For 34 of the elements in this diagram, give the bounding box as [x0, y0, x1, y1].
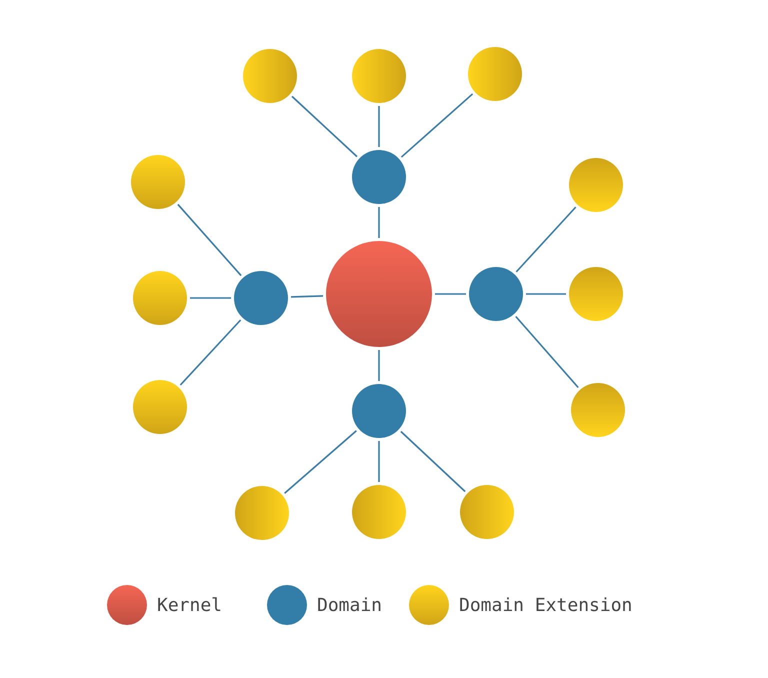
extension-circle: [352, 485, 406, 539]
connector-line: [177, 204, 242, 276]
domain-circle: [352, 384, 406, 438]
connector-line: [400, 430, 466, 492]
connector-line: [290, 295, 324, 298]
legend-label: Domain Extension: [459, 594, 632, 616]
extension-circle: [571, 383, 625, 437]
connector-line: [291, 96, 358, 158]
connector-line: [284, 430, 357, 494]
extension-circle: [133, 271, 187, 325]
connector-line: [435, 293, 466, 295]
legend-label: Kernel: [157, 594, 222, 616]
extension-circle: [569, 158, 623, 212]
connector-line: [378, 106, 380, 147]
extension-circle: [133, 380, 187, 434]
extension-circle: [352, 49, 406, 103]
domain-circle: [352, 150, 406, 204]
extension-circle: [131, 155, 185, 209]
connector-line: [400, 93, 474, 158]
extension-circle: [235, 486, 289, 540]
connector-line: [378, 207, 380, 238]
connector-line: [526, 293, 566, 295]
domain-circle: [469, 267, 523, 321]
connector-line: [516, 206, 576, 272]
connector-line: [378, 350, 380, 381]
domain-circle: [234, 271, 288, 325]
extension-circle: [243, 49, 297, 103]
legend-label: Domain: [317, 594, 382, 616]
extension-circle: [468, 47, 522, 101]
extension-circle: [460, 485, 514, 539]
connector-line: [190, 297, 231, 299]
extension-circle: [569, 267, 623, 321]
connector-line: [180, 319, 242, 386]
connector-line: [515, 316, 579, 388]
